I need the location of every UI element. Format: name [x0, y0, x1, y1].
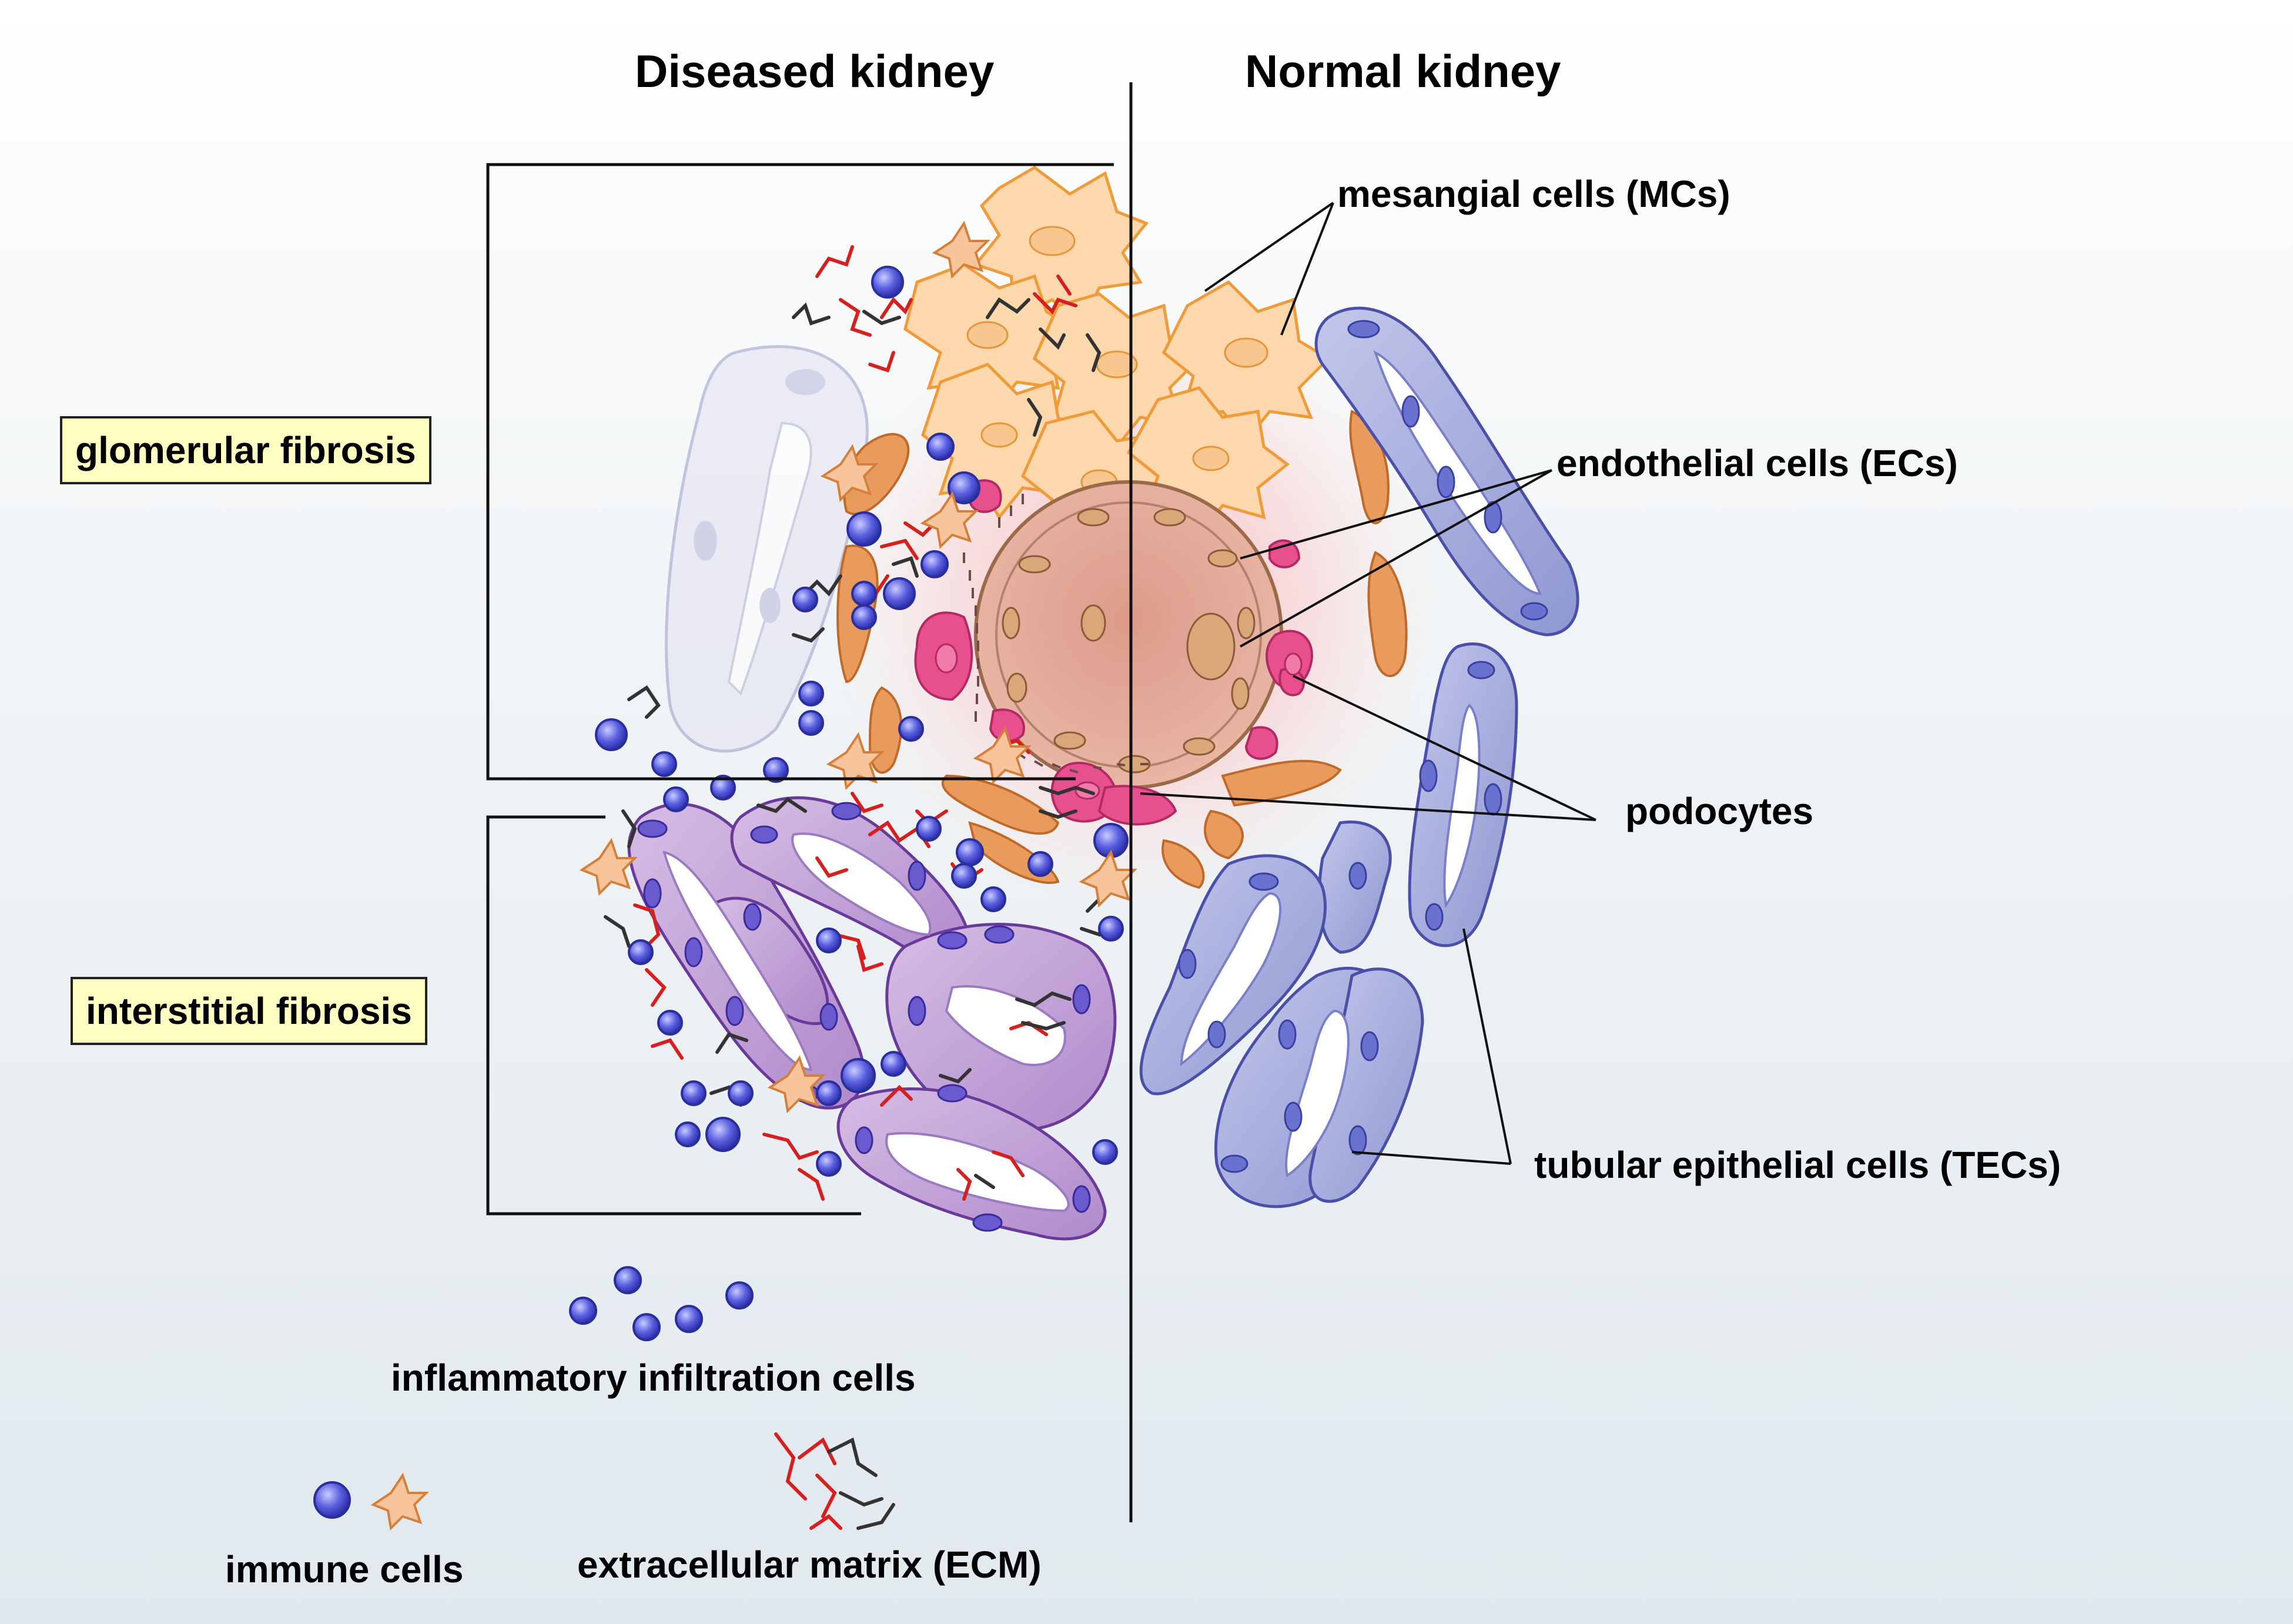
stellate-immune-cells — [579, 220, 1137, 1114]
diseased-kidney-heading: Diseased kidney — [635, 45, 995, 97]
mesangial-cells-label: mesangial cells (MCs) — [1337, 173, 1730, 215]
endothelial-cells-label: endothelial cells (ECs) — [1556, 442, 1958, 484]
legend-immune-label: immune cells — [225, 1548, 464, 1590]
faded-tubule — [665, 345, 869, 753]
legend-ecm-label: extracellular matrix (ECM) — [577, 1543, 1042, 1586]
podocytes-label: podocytes — [1625, 790, 1814, 832]
diseased-tubule-lumens — [662, 832, 1070, 1213]
legend-ecm-glyphs — [774, 1432, 895, 1530]
ecm-fibers-red — [633, 245, 1077, 1201]
glomerular-bracket — [486, 163, 1114, 781]
tubular-epithelial-cells-label: tubular epithelial cells (TECs) — [1534, 1144, 2061, 1186]
glomerular-fibrosis-box: glomerular fibrosis — [60, 416, 431, 484]
mesangial-nuclei — [966, 226, 1268, 495]
leader-lines — [1140, 202, 1596, 1165]
capillary-loop — [974, 480, 1283, 789]
legend-inflammatory-label: inflammatory infiltration cells — [391, 1357, 916, 1399]
normal-kidney-heading: Normal kidney — [1245, 45, 1561, 97]
interstitial-bracket — [486, 815, 861, 1216]
legend-inflammatory-glyphs — [569, 1266, 754, 1341]
ecm-fibers-dark — [604, 297, 1107, 1189]
normal-tubule-nuclei — [1178, 320, 1548, 1173]
endothelial-cells — [836, 410, 1408, 889]
immune-cells — [595, 266, 1129, 1177]
podocyte-nuclei — [935, 643, 1303, 800]
legend-immune-glyphs — [313, 1472, 429, 1531]
interstitial-fibrosis-box: interstitial fibrosis — [71, 977, 427, 1045]
